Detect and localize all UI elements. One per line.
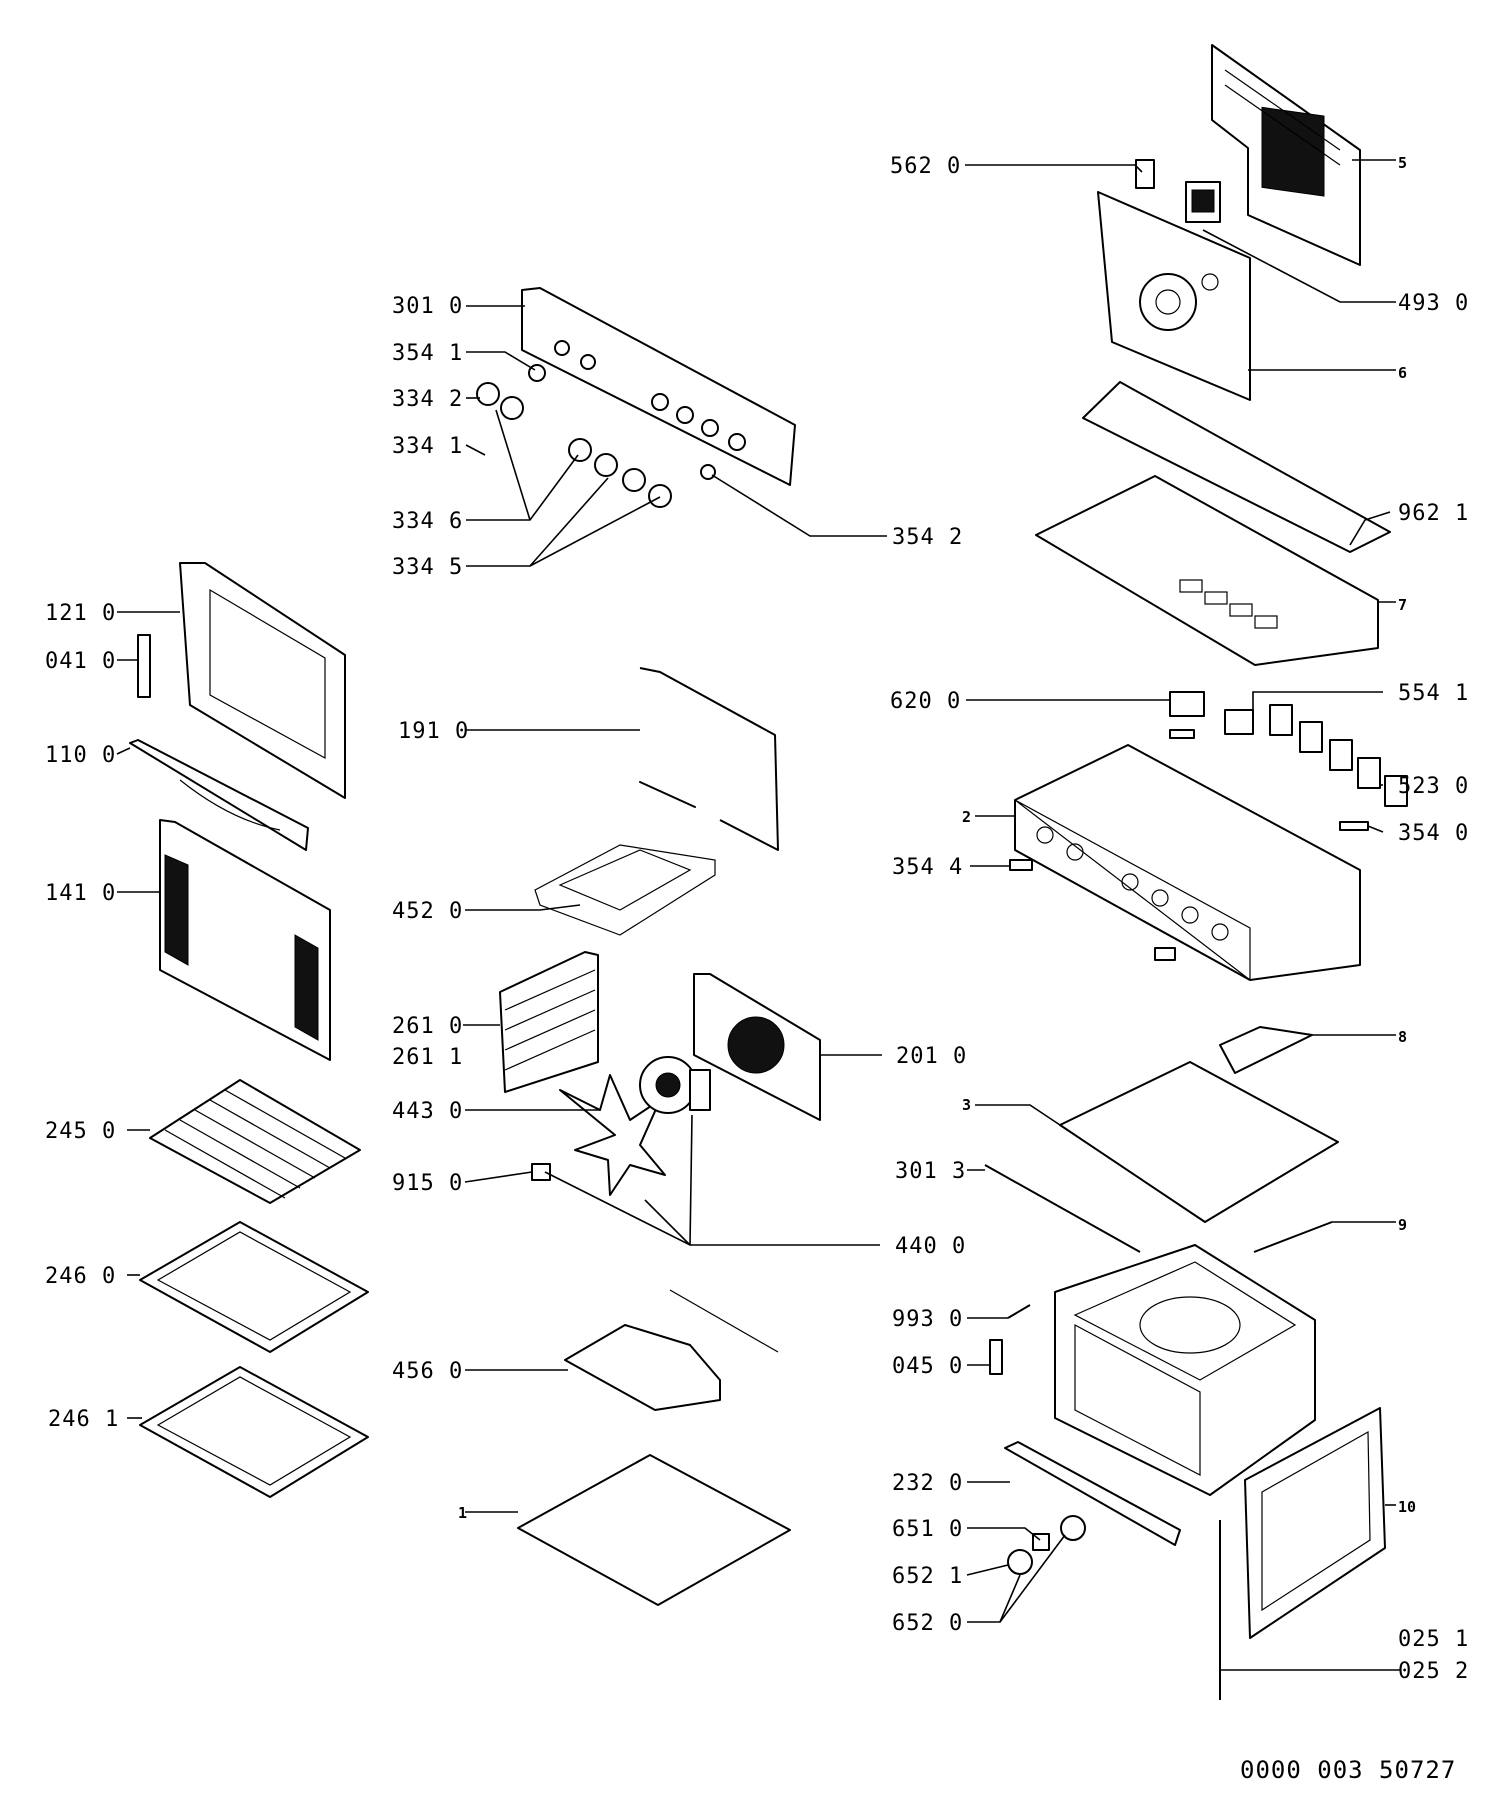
fan-motor — [639, 1056, 711, 1114]
front-frame-strip — [1004, 1441, 1181, 1546]
label-191-0: 191 0 — [398, 719, 469, 744]
inner-door-frame — [179, 562, 346, 799]
label-2: 2 — [962, 808, 971, 826]
label-652-1: 652 1 — [892, 1564, 963, 1589]
label-121-0: 121 0 — [45, 601, 116, 626]
label-246-0: 246 0 — [45, 1264, 116, 1289]
rear-fan-cover — [693, 973, 821, 1121]
label-993-0: 993 0 — [892, 1307, 963, 1332]
label-562-0: 562 0 — [890, 154, 961, 179]
door-handle-bar — [129, 739, 309, 851]
label-141-0: 141 0 — [45, 881, 116, 906]
label-354-2: 354 2 — [892, 525, 963, 550]
bottom-heating-element — [564, 1289, 779, 1411]
label-493-0: 493 0 — [1398, 291, 1469, 316]
label-962-1: 962 1 — [1398, 501, 1469, 526]
label-1: 1 — [458, 1504, 467, 1522]
label-652-0: 652 0 — [892, 1611, 963, 1636]
label-554-1: 554 1 — [1398, 681, 1469, 706]
label-025-2: 025 2 — [1398, 1659, 1469, 1684]
door-hinge — [137, 634, 151, 698]
fan-plate — [1097, 191, 1251, 401]
oven-cavity — [1054, 1244, 1316, 1496]
label-201-0: 201 0 — [896, 1044, 967, 1069]
diagram-reference-number: 0000 003 50727 — [1240, 1756, 1456, 1784]
label-232-0: 232 0 — [892, 1471, 963, 1496]
grill-heating-element — [534, 844, 716, 936]
oven-door-seal — [639, 667, 779, 851]
label-261-0: 261 0 — [392, 1014, 463, 1039]
label-443-0: 443 0 — [392, 1099, 463, 1124]
label-245-0: 245 0 — [45, 1119, 116, 1144]
label-440-0: 440 0 — [895, 1234, 966, 1259]
leader-lines — [116, 159, 1400, 1671]
rear-cover-panel — [1211, 44, 1361, 266]
label-523-0: 523 0 — [1398, 774, 1469, 799]
control-box-housing — [1014, 744, 1361, 982]
label-301-3: 301 3 — [895, 1159, 966, 1184]
label-354-1: 354 1 — [392, 341, 463, 366]
label-456-0: 456 0 — [392, 1359, 463, 1384]
rod-9 — [1253, 1221, 1333, 1253]
top-cover — [1035, 475, 1379, 666]
screws — [1009, 729, 1369, 961]
label-7: 7 — [1398, 596, 1407, 614]
bottom-plate — [517, 1454, 791, 1606]
label-045-0: 045 0 — [892, 1354, 963, 1379]
label-5: 5 — [1398, 154, 1407, 172]
label-620-0: 620 0 — [890, 689, 961, 714]
fan-nut — [531, 1163, 551, 1181]
label-3: 3 — [962, 1096, 971, 1114]
label-8: 8 — [1398, 1028, 1407, 1046]
control-panel-strip — [521, 287, 796, 486]
label-334-1: 334 1 — [392, 434, 463, 459]
label-110-0: 110 0 — [45, 743, 116, 768]
top-plate-3 — [1059, 1061, 1339, 1223]
label-261-1: 261 1 — [392, 1045, 463, 1070]
label-334-6: 334 6 — [392, 509, 463, 534]
cavity-fasteners — [989, 1304, 1031, 1375]
switch-components — [1169, 691, 1408, 807]
label-301-0: 301 0 — [392, 294, 463, 319]
label-041-0: 041 0 — [45, 649, 116, 674]
label-354-0: 354 0 — [1398, 821, 1469, 846]
knob-components — [1007, 1515, 1086, 1575]
baking-tray — [139, 1221, 369, 1353]
strip-301-3 — [984, 1164, 1141, 1253]
label-025-1: 025 1 — [1398, 1627, 1469, 1652]
part-labels: 562 0 493 0 5 6 301 0 354 1 334 2 334 1 … — [45, 154, 1469, 1684]
top-rail-8 — [1219, 1026, 1313, 1074]
label-246-1: 246 1 — [48, 1407, 119, 1432]
label-651-0: 651 0 — [892, 1517, 963, 1542]
baking-tray-deep — [139, 1366, 369, 1498]
label-10: 10 — [1398, 1498, 1416, 1516]
label-334-2: 334 2 — [392, 387, 463, 412]
insulation-sheet — [1082, 381, 1391, 553]
label-354-4: 354 4 — [892, 855, 963, 880]
control-knobs — [476, 364, 716, 508]
label-9: 9 — [1398, 1216, 1407, 1234]
outer-door-glass — [159, 819, 331, 1061]
clip-part — [1135, 159, 1155, 189]
transformer-block — [1185, 181, 1221, 223]
label-334-5: 334 5 — [392, 555, 463, 580]
side-shelf-runners — [499, 951, 599, 1093]
door-frame-10 — [1244, 1407, 1386, 1639]
label-6: 6 — [1398, 364, 1407, 382]
wire-shelf — [149, 1079, 361, 1204]
label-915-0: 915 0 — [392, 1171, 463, 1196]
label-452-0: 452 0 — [392, 899, 463, 924]
